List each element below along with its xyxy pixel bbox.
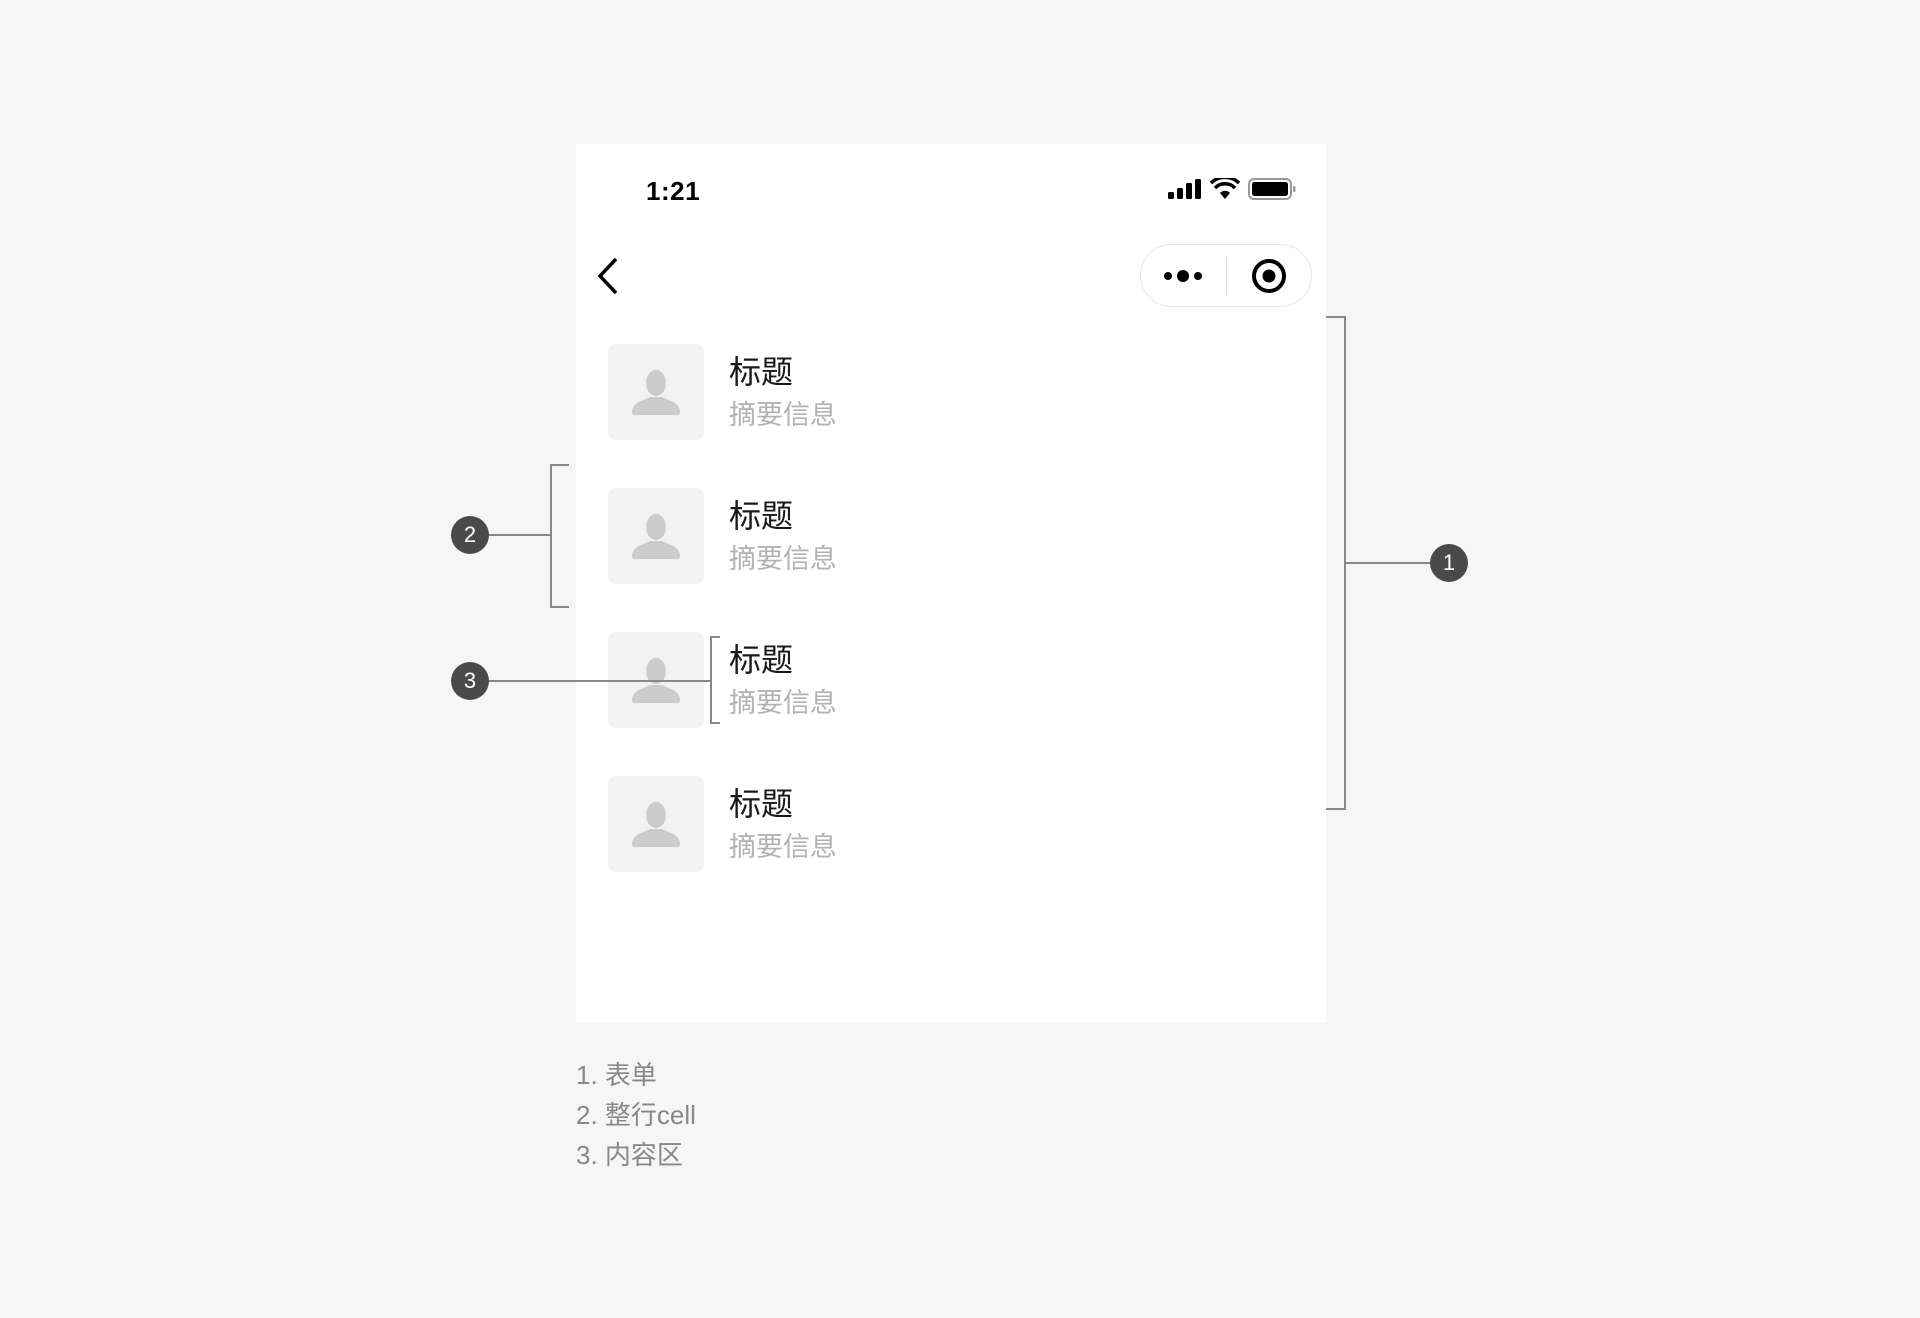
item-summary: 摘要信息 bbox=[729, 400, 837, 430]
target-close-icon bbox=[1251, 258, 1286, 293]
annotation-badge-3: 3 bbox=[451, 662, 489, 700]
capsule-menu bbox=[1140, 244, 1312, 307]
item-summary: 摘要信息 bbox=[729, 544, 837, 574]
legend-item-cell: 2. 整行cell bbox=[576, 1100, 696, 1130]
back-button[interactable] bbox=[594, 256, 624, 296]
annotation-line-form bbox=[1345, 562, 1431, 564]
status-icons bbox=[1168, 178, 1296, 200]
item-title: 标题 bbox=[729, 786, 794, 822]
item-summary: 摘要信息 bbox=[729, 832, 837, 862]
avatar bbox=[608, 344, 704, 440]
avatar bbox=[608, 488, 704, 584]
user-icon bbox=[632, 514, 680, 559]
avatar bbox=[608, 776, 704, 872]
legend: 1. 表单 2. 整行cell 3. 内容区 bbox=[576, 1055, 696, 1175]
chevron-left-icon bbox=[597, 257, 618, 295]
list-item[interactable]: 标题 摘要信息 bbox=[608, 344, 1308, 440]
annotation-line-cell bbox=[489, 534, 551, 536]
list-item[interactable]: 标题 摘要信息 bbox=[608, 776, 1308, 872]
more-button[interactable] bbox=[1141, 245, 1226, 306]
item-title: 标题 bbox=[729, 642, 794, 678]
status-time: 1:21 bbox=[646, 176, 701, 206]
annotation-bracket-form bbox=[1326, 316, 1346, 810]
annotation-bracket-cell bbox=[550, 464, 569, 608]
legend-item-content: 3. 内容区 bbox=[576, 1140, 683, 1170]
more-dots-icon bbox=[1164, 269, 1203, 282]
item-title: 标题 bbox=[729, 498, 794, 534]
wifi-icon bbox=[1210, 178, 1240, 199]
annotation-badge-1: 1 bbox=[1430, 544, 1468, 582]
close-button[interactable] bbox=[1227, 245, 1312, 306]
phone-screen: 1:21 标题 摘要信息 标题 摘要信息 标题 摘要信息 bbox=[576, 144, 1326, 1022]
list-item[interactable]: 标题 摘要信息 bbox=[608, 488, 1308, 584]
signal-icon bbox=[1168, 179, 1201, 199]
capsule-divider bbox=[1225, 256, 1227, 295]
user-icon bbox=[632, 658, 680, 703]
annotation-badge-2: 2 bbox=[451, 516, 489, 554]
battery-icon bbox=[1248, 178, 1296, 200]
user-icon bbox=[632, 370, 680, 415]
legend-item-form: 1. 表单 bbox=[576, 1060, 657, 1090]
annotation-bracket-content bbox=[710, 636, 720, 724]
item-summary: 摘要信息 bbox=[729, 688, 837, 718]
annotation-line-content bbox=[489, 680, 711, 682]
item-title: 标题 bbox=[729, 354, 794, 390]
user-icon bbox=[632, 802, 680, 847]
